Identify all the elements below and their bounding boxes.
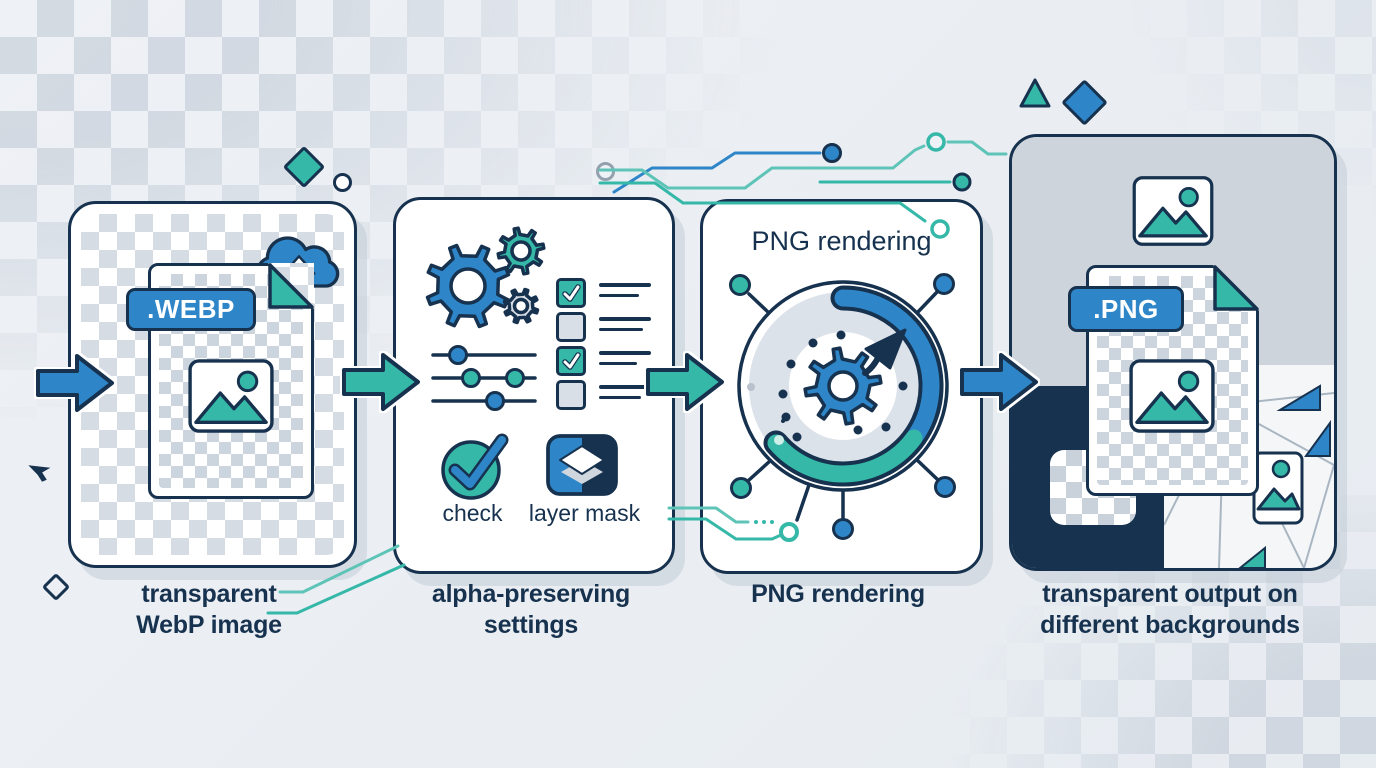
- panel-output: .PNG: [1009, 134, 1337, 571]
- sliders-icon: [431, 345, 537, 411]
- check-circle-icon: [441, 433, 509, 500]
- text-lines-icon: [599, 351, 651, 365]
- flow-arrow-in: [36, 354, 114, 412]
- checklist-row: [556, 278, 651, 308]
- caption-line: transparent output on: [1042, 580, 1298, 608]
- small-photo-icon: [1252, 451, 1304, 525]
- cursor-tick-icon: [28, 465, 51, 482]
- check-label: check: [442, 500, 503, 526]
- gear-icon-progress: [803, 346, 883, 426]
- checklist-row: [556, 346, 651, 376]
- small-circle-shape: [333, 173, 352, 192]
- caption-line: settings: [483, 611, 579, 639]
- text-lines-icon: [599, 283, 651, 297]
- caption-step-1: transparent WebP image: [39, 579, 379, 641]
- cursor-arrow-icon: [862, 328, 907, 376]
- layer-mask-label: layer mask: [528, 500, 641, 526]
- checkbox-unchecked-icon: [556, 312, 586, 342]
- webp-badge: .WEBP: [126, 288, 256, 331]
- panel-settings: check layer mask: [393, 197, 675, 574]
- png-badge-text: .PNG: [1093, 293, 1159, 324]
- text-lines-icon: [599, 317, 651, 331]
- image-mountain-icon: [188, 359, 274, 433]
- flow-arrow-2-3: [646, 353, 724, 411]
- gear-icon-teal: [496, 226, 546, 276]
- caption-line: alpha-preserving: [431, 580, 631, 608]
- caption-line: WebP image: [136, 611, 282, 639]
- caption-line: PNG rendering: [751, 580, 925, 608]
- checklist-row: [556, 312, 651, 342]
- panel-title: PNG rendering: [751, 226, 932, 256]
- gear-icon-gray: [502, 287, 540, 325]
- caption-line: transparent: [141, 580, 277, 608]
- checkbox-unchecked-icon: [556, 380, 586, 410]
- checkbox-checked-icon: [556, 278, 586, 308]
- checkbox-checked-icon: [556, 346, 586, 376]
- panel-png-rendering: PNG rendering: [700, 199, 983, 574]
- teal-triangle-shape: [1019, 78, 1051, 108]
- layer-mask-icon: [546, 434, 618, 496]
- gray-circle-shape: [596, 162, 615, 181]
- caption-step-4: transparent output on different backgrou…: [1000, 579, 1340, 641]
- text-lines-icon: [599, 385, 647, 399]
- flow-arrow-1-2: [342, 353, 420, 411]
- caption-step-3: PNG rendering: [668, 579, 1008, 610]
- webp-badge-text: .WEBP: [147, 294, 235, 324]
- image-mountain-icon: [1132, 176, 1214, 246]
- caption-line: different backgrounds: [1040, 611, 1300, 639]
- gear-icon-large: [425, 243, 511, 329]
- file-fold-icon: [1213, 265, 1259, 311]
- file-fold-icon: [268, 263, 314, 309]
- png-badge: .PNG: [1068, 286, 1184, 332]
- caption-step-2: alpha-preserving settings: [361, 579, 701, 641]
- checklist-row: [556, 380, 647, 410]
- flow-arrow-3-4: [960, 353, 1038, 411]
- image-mountain-icon: [1129, 359, 1215, 433]
